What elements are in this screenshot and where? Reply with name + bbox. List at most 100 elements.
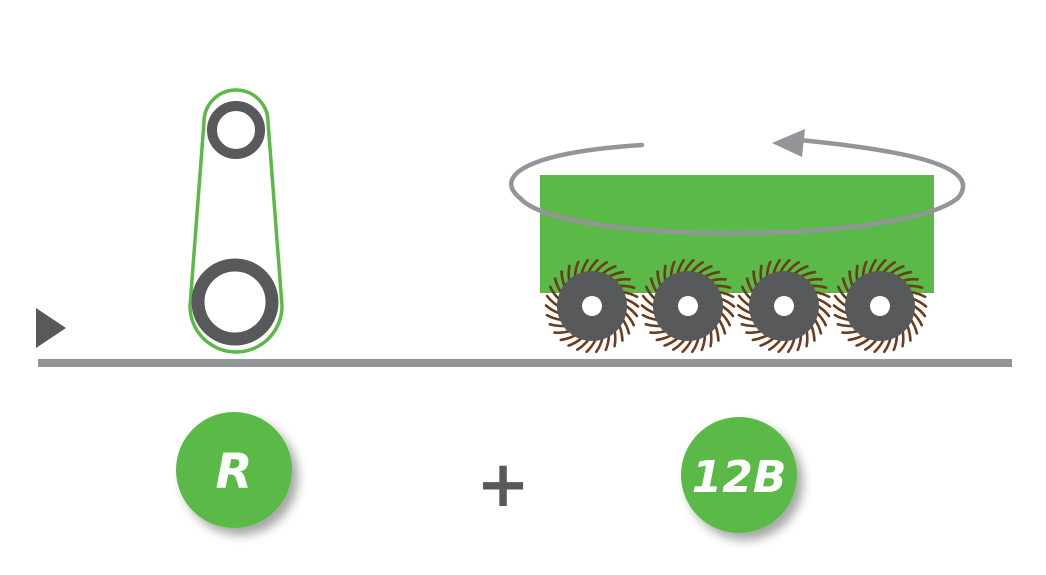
badge-r: R [176,412,292,528]
bristle [709,277,727,282]
bristle [813,318,823,335]
rotation-arrow-head-icon [772,129,805,157]
bristle [649,330,667,335]
bristle [669,260,676,278]
bristle [793,265,809,275]
bristle [883,337,892,354]
bristle [836,323,854,328]
bristle [576,338,590,351]
bristle [573,260,580,278]
bristle [697,265,713,275]
bristle [544,304,560,315]
bristle [703,270,721,278]
bristle [717,290,735,299]
bristle [912,311,924,327]
bristle [714,324,720,342]
bristle [768,338,782,351]
bristle [656,270,662,288]
bristle [681,338,693,353]
brush-disc [736,258,832,354]
badge-12b: 12B [681,417,797,533]
bristle [587,259,599,274]
brush-disc [640,258,736,354]
bristle [624,311,636,327]
bristle [912,297,928,308]
bristle [553,277,563,294]
bristle [737,313,755,322]
bristle [714,284,732,289]
bristle [832,304,848,315]
bristle [644,285,656,301]
bristle [816,304,831,318]
bristle [672,338,686,351]
bristle [737,294,752,308]
bristle [816,297,832,308]
bristle [909,290,927,299]
bristle [751,334,769,342]
bristle [641,313,659,322]
brush-unit [509,129,966,354]
bristle [875,259,887,274]
bristle [901,330,905,348]
bristle [545,294,560,308]
brush-disc [832,258,928,354]
bristle [909,318,919,335]
bristle [740,285,752,301]
bristle [567,264,571,282]
brush-hub [678,296,698,316]
rotation-orbit-front [517,137,966,236]
bristle [861,260,868,278]
bristle [649,277,659,294]
bristle [745,277,755,294]
bristle [836,285,848,301]
bristle [873,338,885,353]
bristle [779,259,791,274]
badge-r-circle [176,412,292,528]
bristle [545,313,563,322]
conveyor-line [38,359,1012,367]
bristle [833,294,848,308]
bristle [813,290,831,299]
bristle [604,334,611,352]
bristle [759,337,775,347]
bristle [895,270,913,278]
bristle [717,318,727,335]
bristle [855,264,859,282]
bristle [816,311,828,327]
bristle [855,337,871,347]
bristle [833,313,851,322]
badge-12b-circle [681,417,797,533]
bristle [892,334,899,352]
bristle [765,260,772,278]
bristle [621,290,639,299]
rotation-orbit-back [509,142,645,201]
bristle [740,323,758,328]
bristle [759,264,763,282]
bristle [700,334,707,352]
bristle [641,294,656,308]
feed-direction-icon [36,308,66,348]
bristle [613,277,631,282]
bristle [683,259,695,274]
brush-disc [544,258,640,354]
bristle [559,334,577,342]
bristle [548,323,566,328]
bristle [663,337,679,347]
brush-hub [582,296,602,316]
bristle [882,261,896,274]
bristle [624,304,639,318]
bristle [787,337,796,354]
bristle [848,270,854,288]
badge-r-label: R [216,444,253,500]
badge-12b-label: 12B [692,452,787,503]
bristle [720,304,735,318]
brush-row [544,258,928,354]
bristle [548,285,560,301]
sanding-belt [188,88,284,354]
bristle [810,284,828,289]
bristle [580,258,589,275]
bristle [799,270,817,278]
top-pulley-icon [207,101,265,159]
